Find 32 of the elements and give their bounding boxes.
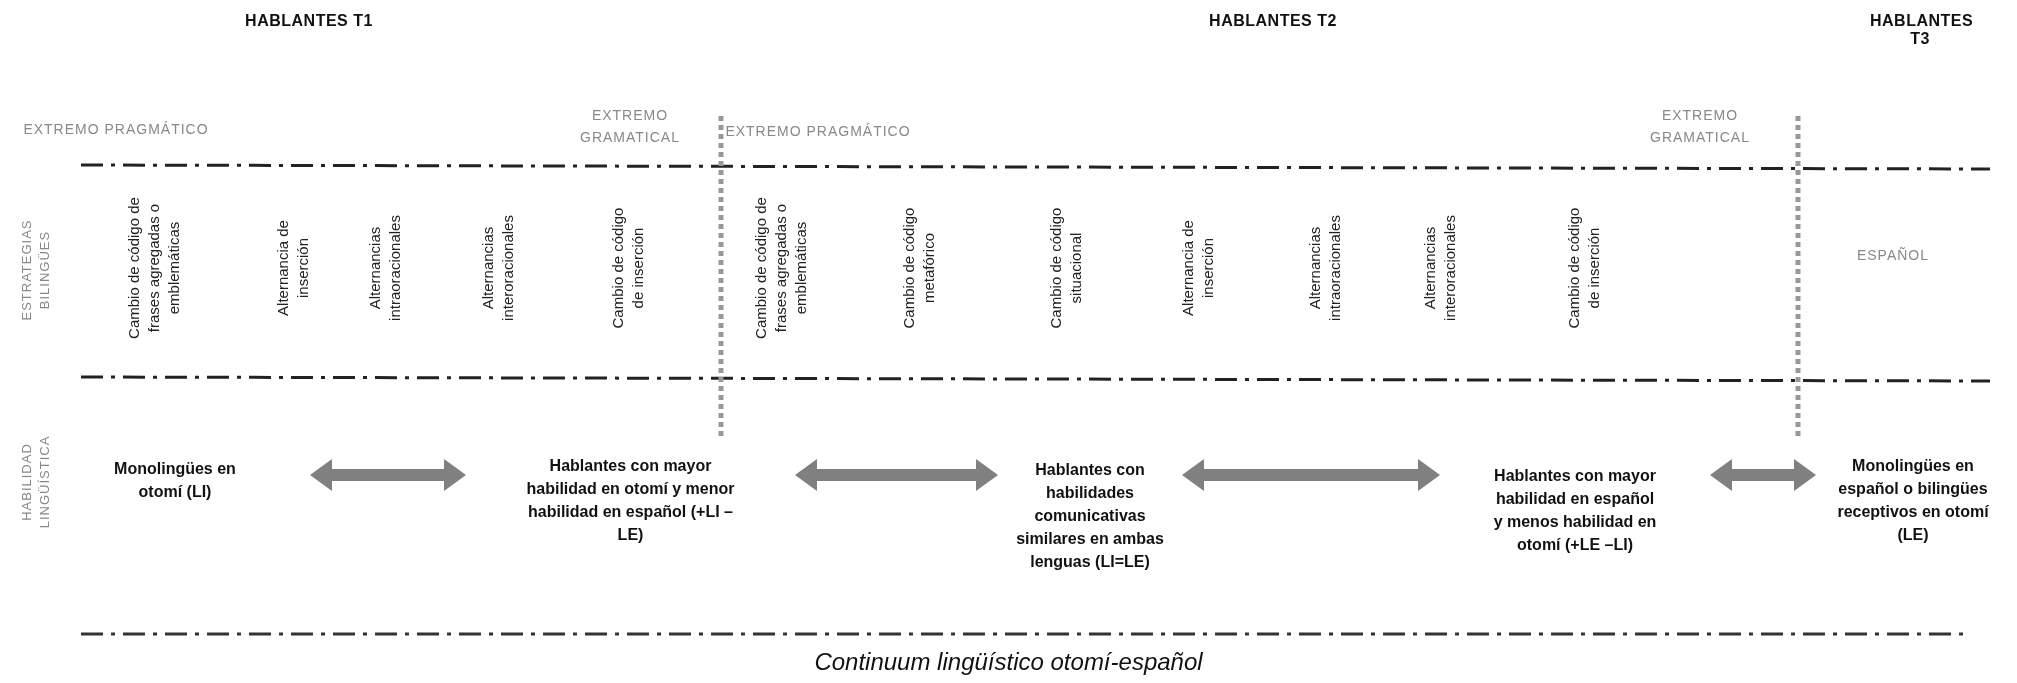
pole-label: EXTREMO PRAGMÁTICO	[724, 122, 912, 141]
row-label: HABILIDAD LINGÜÍSTICA	[18, 434, 53, 531]
strategy-label: Alternancia de inserción	[1178, 219, 1217, 318]
strategy-label: Alternancias intraoracionales	[1305, 214, 1344, 323]
speaker-group-text: Hablantes con mayor habilidad en español y menos habilidad en otomí (+LE –LI)	[1492, 466, 1658, 555]
row-label: ESTRATEGIAS BILINGÜES	[18, 218, 53, 323]
strategy-label: Cambio de código de inserción	[608, 206, 647, 331]
strategy-label: Alternancias interoracionales	[478, 214, 517, 323]
caption: Continuum lingüístico otomí-español	[813, 648, 1204, 676]
strategy-label: Alternancias intraoracionales	[365, 214, 404, 323]
double-arrow	[1710, 459, 1816, 491]
language-label: ESPAÑOL	[1856, 247, 1930, 263]
strategy-label: Cambio de código metafórico	[899, 206, 938, 331]
strategy-label: Cambio de código de frases agregadas o emblemáticas	[124, 196, 183, 341]
pole-label: EXTREMO PRAGMÁTICO	[22, 120, 210, 139]
strategy-label: Cambio de código de frases agregadas o emblemáticas	[751, 196, 810, 341]
pole-label: EXTREMO GRAMATICAL	[579, 106, 681, 147]
strategy-label: Alternancias interoracionales	[1420, 214, 1459, 323]
double-arrow	[795, 459, 998, 491]
strategy-label: Alternancia de inserción	[273, 219, 312, 318]
speaker-group-text: Hablantes con mayor habilidad en otomí y menor habilidad en español (+LI – LE)	[525, 456, 736, 545]
strategy-label: Cambio de código situacional	[1046, 206, 1085, 331]
double-arrow	[1182, 459, 1440, 491]
strategy-label: Cambio de código de inserción	[1564, 206, 1603, 331]
speaker-group-text: Monolingües en otomí (LI)	[113, 459, 237, 502]
group-heading: HABLANTES T2	[1208, 12, 1338, 30]
double-arrow	[310, 459, 466, 491]
group-heading: HABLANTES T1	[244, 12, 374, 30]
group-heading: HABLANTES T3	[1870, 12, 1970, 48]
pole-label: EXTREMO GRAMATICAL	[1649, 106, 1751, 147]
speaker-group-text: Hablantes con habilidades comunicativas similares en ambas lenguas (LI=LE)	[1015, 459, 1165, 572]
speaker-group-text: Monolingües en español o bilingües receptivos en otomí (LE)	[1836, 456, 1990, 545]
